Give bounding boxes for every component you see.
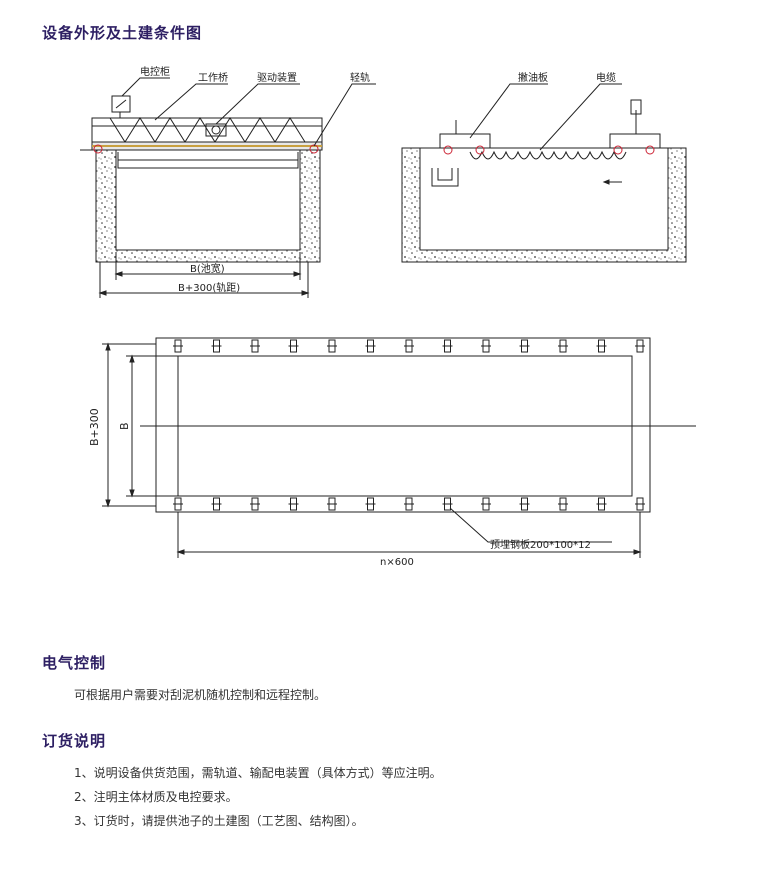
- ordering-heading: 订货说明: [42, 732, 107, 750]
- label-skimmer: 撇油板: [518, 71, 548, 84]
- label-cable: 电缆: [596, 71, 616, 84]
- right-section: [401, 83, 687, 263]
- control-cabinet: [111, 95, 131, 113]
- civil-drawing: 电控柜 工作桥 驱动装置 轻轨 B(池宽) B+300(轨距) 撇油板 电缆: [80, 65, 696, 568]
- embedded-plates: [173, 339, 645, 511]
- dim-spacing: n×600: [380, 557, 414, 568]
- dim-plan-inner: B: [118, 422, 131, 430]
- dim-rail-span: B+300(轨距): [178, 281, 240, 294]
- label-control-cabinet: 电控柜: [140, 65, 170, 78]
- page-title: 设备外形及土建条件图: [42, 24, 203, 42]
- ordering-item-2: 2、注明主体材质及电控要求。: [74, 790, 238, 804]
- ordering-item-3: 3、订货时，请提供池子的土建图（工艺图、结构图）。: [74, 814, 364, 828]
- electrical-heading: 电气控制: [42, 654, 107, 672]
- label-light-rail: 轻轨: [350, 71, 370, 84]
- label-bridge: 工作桥: [198, 72, 228, 84]
- ordering-item-1: 1、说明设备供货范围，需轨道、输配电装置（具体方式）等应注明。: [74, 766, 442, 780]
- electrical-text: 可根据用户需要对刮泥机随机控制和远程控制。: [74, 688, 327, 702]
- dim-plan-outer: B+300: [88, 408, 101, 446]
- label-embedded-plate: 预埋钢板200*100*12: [490, 538, 591, 551]
- plan-view: [102, 337, 696, 558]
- dim-pool-width: B(池宽): [190, 262, 225, 275]
- label-drive: 驱动装置: [257, 71, 297, 84]
- left-elevation: [80, 77, 376, 298]
